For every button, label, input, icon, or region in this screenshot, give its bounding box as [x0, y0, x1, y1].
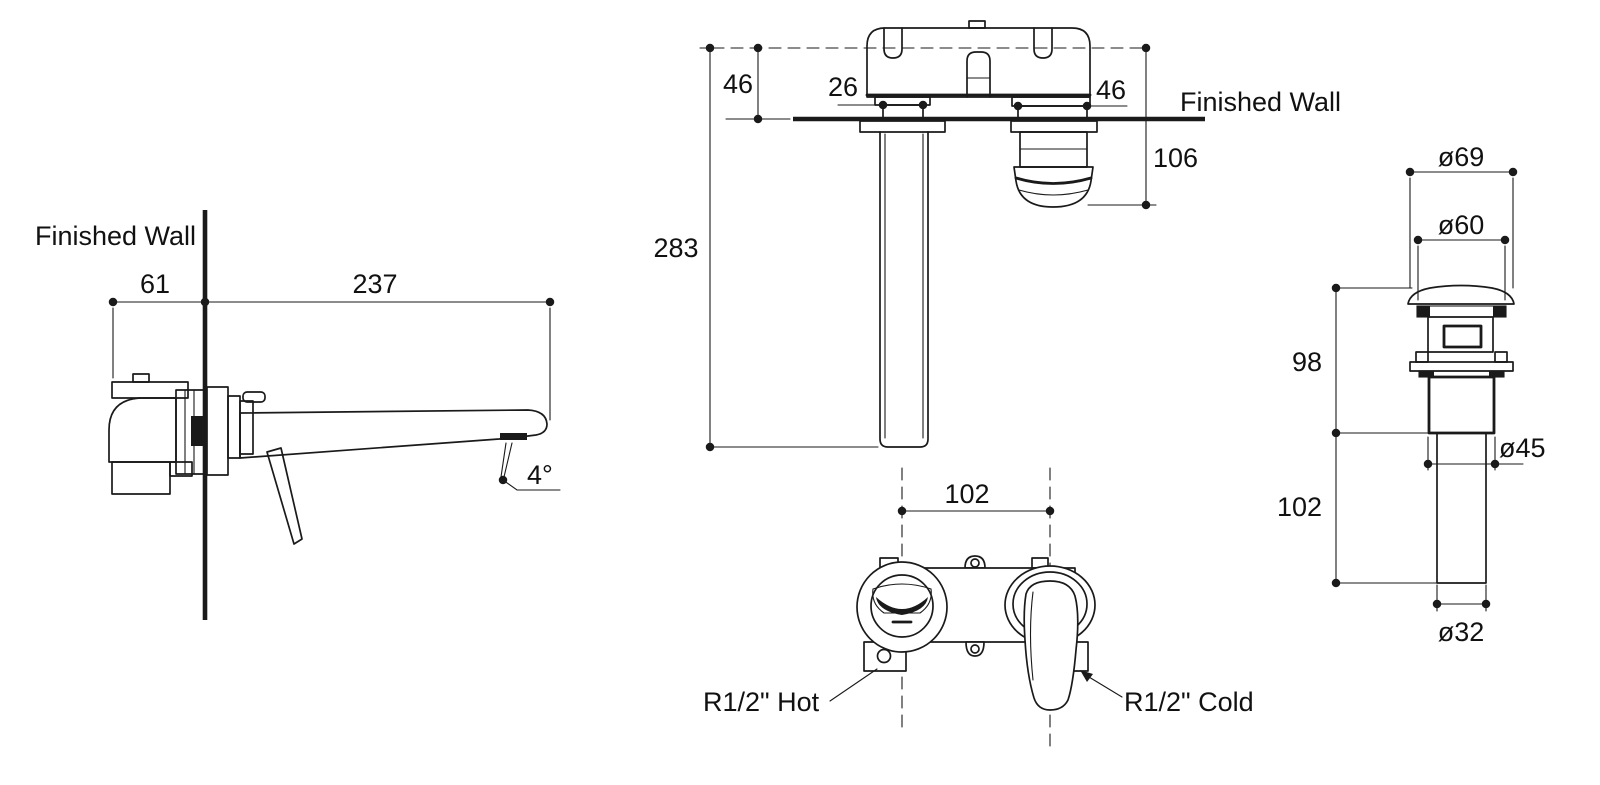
spout-top-detail	[242, 391, 266, 403]
dim-tail-length-102: 102	[1277, 432, 1438, 588]
angle-label: 4°	[527, 460, 553, 490]
spout-tube-plan	[859, 120, 946, 448]
dim-line	[112, 301, 206, 379]
bracket-bottom-lug	[965, 641, 985, 657]
dim-centre-to-handle-106: 106	[1087, 43, 1198, 210]
handle-lever-contour	[1029, 591, 1034, 681]
dim-label-283: 283	[653, 233, 698, 263]
handle-lever-front	[1023, 580, 1079, 711]
spout-escutcheon	[859, 120, 946, 133]
dim-label-d60: ø60	[1438, 210, 1485, 240]
spout-mouth-shadow	[876, 597, 928, 615]
body-outline	[866, 27, 1091, 98]
dim-hole-centres-102: 102	[897, 479, 1055, 516]
dim-line	[1335, 432, 1438, 584]
mounting-slots	[883, 27, 1053, 59]
dim-label-98: 98	[1292, 347, 1322, 377]
handle-plan	[1010, 120, 1098, 208]
dim-label-d45: ø45	[1499, 433, 1546, 463]
side-view: Finished Wall 61 237	[35, 210, 561, 620]
in-wall-valve-body	[108, 373, 207, 495]
hot-leader-line	[829, 668, 878, 702]
waste-view: ø69 ø60 ø45	[1277, 142, 1546, 647]
cold-leader-line	[1083, 673, 1123, 698]
waste-seal-right	[1493, 306, 1506, 317]
dim-label-26: 26	[828, 72, 858, 102]
dim-label-d69: ø69	[1438, 142, 1485, 172]
dim-label-106: 106	[1153, 143, 1198, 173]
dim-label-102: 102	[944, 479, 989, 509]
handle-knob-line	[1018, 189, 1089, 196]
dim-line	[1409, 171, 1514, 289]
cold-leader-arrow	[1080, 670, 1093, 682]
spout-inner-ring	[870, 574, 934, 638]
top-view: 26 46 Finished Wall	[653, 20, 1341, 452]
bracket-top-screw	[970, 558, 980, 568]
cold-inlet-label: R1/2" Cold	[1124, 687, 1254, 717]
waste-nut-right	[1489, 371, 1504, 377]
dim-label-46-left: 46	[723, 69, 753, 99]
finished-wall-label: Finished Wall	[35, 221, 196, 251]
aerator	[500, 433, 527, 440]
waste-dome-cap	[1407, 284, 1515, 305]
dim-body-45: ø45	[1423, 433, 1546, 471]
dim-body-length-283: 283	[653, 43, 879, 452]
spout-angle-annotation: 4°	[498, 442, 561, 491]
hot-inlet-hole	[876, 648, 892, 664]
dim-label-237: 237	[352, 269, 397, 299]
body-casting	[108, 397, 177, 463]
dim-label-46-right: 46	[1096, 75, 1126, 105]
dim-line	[204, 301, 551, 421]
handle-front	[1004, 565, 1096, 711]
handle-lever	[266, 447, 303, 545]
waste-tail-tube	[1436, 432, 1487, 584]
bracket-top-lug	[964, 555, 986, 569]
front-view: 102	[703, 467, 1254, 753]
dim-tail-32: ø32	[1432, 584, 1491, 647]
spout-side-profile	[206, 386, 548, 545]
waste-nut-left	[1419, 371, 1434, 377]
mixer-body-plan	[865, 20, 1092, 98]
dim-label-d32: ø32	[1438, 617, 1485, 647]
dim-line	[709, 47, 879, 448]
inlet-stub	[966, 51, 991, 98]
finished-wall-label-top: Finished Wall	[1180, 87, 1341, 117]
valve-spindle	[191, 416, 207, 446]
handle-knob-band	[1014, 176, 1093, 185]
dim-label-102-waste: 102	[1277, 492, 1322, 522]
dim-cap-outer-69: ø69	[1405, 142, 1518, 289]
waste-seal-left	[1417, 306, 1430, 317]
handle-flange-plan: 46	[1011, 75, 1128, 120]
dim-centre-to-wall-46: 46	[699, 43, 791, 124]
cold-inlet-callout: R1/2" Cold	[1080, 670, 1254, 717]
spout-flange-plan: 26	[828, 72, 931, 120]
angle-lines	[500, 442, 561, 491]
dim-line	[1335, 287, 1430, 434]
waste-body	[1427, 316, 1494, 353]
bracket-bottom-screw	[970, 644, 980, 654]
spout-mouth	[872, 583, 932, 614]
hot-inlet-label: R1/2" Hot	[703, 687, 820, 717]
waste-assembly	[1407, 284, 1515, 584]
body-foot-step	[169, 461, 193, 477]
handle-knob	[1013, 166, 1094, 208]
body-foot	[111, 461, 171, 495]
dim-label-61: 61	[140, 269, 170, 299]
spout-outline	[239, 409, 548, 459]
overflow-window	[1442, 324, 1483, 349]
spout-front	[856, 561, 948, 653]
hot-inlet-callout: R1/2" Hot	[703, 668, 878, 717]
dim-spout-projection-237: 237	[204, 269, 555, 421]
spout-tube	[879, 131, 929, 448]
spout-tube-inner-lines	[884, 133, 924, 439]
